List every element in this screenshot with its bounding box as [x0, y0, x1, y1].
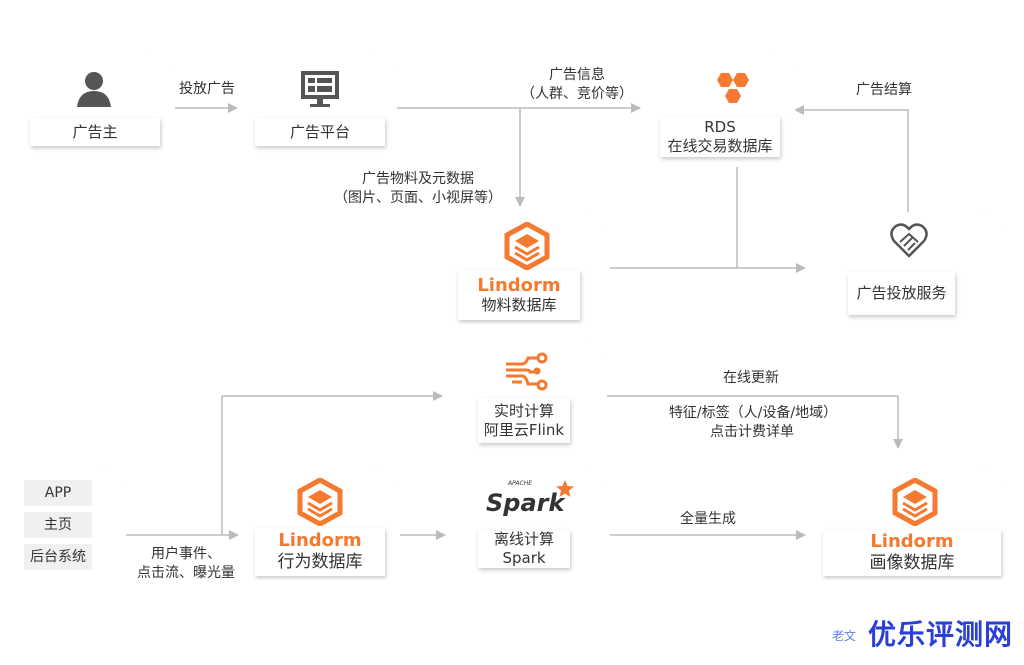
edge-label-ad-info-detail: （人群、竞价等） — [521, 86, 633, 102]
edge-label-user-events: 用户事件、 — [151, 546, 221, 562]
lindorm-icon — [504, 222, 550, 270]
spark-logo-small: APACHE — [508, 480, 533, 487]
edge-label-settlement: 广告结算 — [856, 82, 912, 98]
edge-label-clickstream: 点击流、曝光量 — [137, 565, 235, 581]
spark-node: APACHE Spark 离线计算 Spark — [450, 470, 607, 580]
flink-node: 实时计算 阿里云Flink — [450, 340, 607, 450]
arrow-sources-flink — [221, 391, 443, 535]
watermark-faint: 老文 — [832, 629, 857, 643]
profile-db-label: Lindorm 画像数据库 — [823, 530, 1001, 576]
ad-platform-node: 广告平台 — [243, 53, 395, 165]
material-db-label: Lindorm 物料数据库 — [458, 270, 580, 320]
rds-subtitle: 在线交易数据库 — [667, 137, 773, 155]
flink-label-1: 实时计算 — [493, 401, 554, 420]
source-homepage: 主页 — [24, 512, 92, 538]
spark-logo-icon: APACHE Spark — [486, 480, 576, 522]
spark-label: 离线计算 Spark — [478, 530, 570, 568]
rds-node: RDS 在线交易数据库 — [645, 53, 795, 165]
person-icon — [77, 71, 111, 107]
spark-label-2: Spark — [502, 549, 546, 567]
edge-label-place-ads: 投放广告 — [179, 81, 235, 97]
lindorm-brand: Lindorm — [278, 530, 362, 551]
edge-label-full-gen: 全量生成 — [680, 511, 736, 527]
behavior-db-label: Lindorm 行为数据库 — [255, 528, 385, 576]
behavior-db-name: 行为数据库 — [277, 552, 363, 572]
handshake-heart-icon — [890, 222, 928, 258]
flink-label-2: 阿里云Flink — [483, 420, 565, 439]
advertiser-label: 广告主 — [30, 118, 160, 146]
lindorm-icon — [297, 478, 343, 526]
spark-logo-text: Spark — [486, 489, 565, 517]
edge-label-material: 广告物料及元数据 — [362, 171, 474, 187]
lindorm-icon — [892, 478, 938, 526]
arrow-flink-profile — [607, 395, 903, 449]
edge-label-online-update: 在线更新 — [723, 370, 779, 386]
advertiser-node: 广告主 — [17, 53, 170, 165]
edge-label-billing: 点击计费详单 — [710, 424, 794, 440]
spark-label-1: 离线计算 — [493, 530, 554, 548]
profile-db-node: Lindorm 画像数据库 — [810, 470, 1005, 580]
edge-label-material-detail: （图片、页面、小视屏等） — [334, 190, 502, 206]
lindorm-brand: Lindorm — [870, 531, 954, 552]
watermark: 优乐评测网 — [868, 618, 1014, 651]
behavior-db-node: Lindorm 行为数据库 — [243, 470, 397, 580]
material-db-node: Lindorm 物料数据库 — [450, 214, 607, 325]
rds-label: RDS 在线交易数据库 — [660, 117, 780, 157]
platform-label: 广告平台 — [255, 118, 385, 146]
arrow-adservice-rds — [794, 105, 909, 212]
ad-service-node: 广告投放服务 — [810, 214, 1005, 325]
flink-label: 实时计算 阿里云Flink — [478, 398, 570, 443]
material-db-name: 物料数据库 — [481, 295, 557, 314]
flink-stream-icon — [504, 350, 550, 394]
profile-db-name: 画像数据库 — [869, 553, 955, 573]
lindorm-brand: Lindorm — [477, 274, 561, 296]
monitor-icon — [301, 71, 339, 107]
edge-label-features: 特征/标签（人/设备/地域） — [668, 405, 838, 421]
data-sources-node: APP 主页 后台系统 — [12, 470, 125, 580]
ad-service-label: 广告投放服务 — [848, 272, 955, 315]
rds-hexagon-icon — [715, 71, 751, 111]
edge-label-ad-info: 广告信息 — [549, 67, 605, 83]
rds-title: RDS — [704, 118, 736, 136]
source-app: APP — [24, 480, 92, 506]
source-backend: 后台系统 — [24, 544, 92, 570]
spark-star-icon — [556, 480, 574, 498]
